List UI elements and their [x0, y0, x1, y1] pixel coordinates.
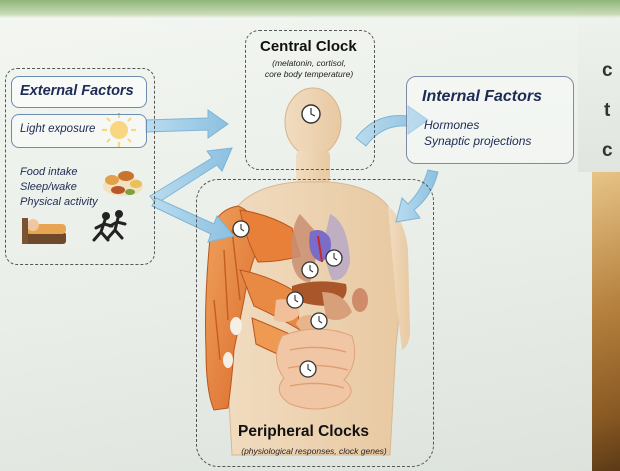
clock-icon	[286, 291, 304, 309]
arrow-light-to-central	[145, 109, 229, 139]
cut-off-text-1: c	[602, 60, 613, 81]
sleep-wake-label: Sleep/wake	[20, 181, 77, 193]
clock-icon	[301, 261, 319, 279]
external-factors-header	[11, 76, 147, 108]
light-exposure-label: Light exposure	[20, 123, 96, 135]
internal-factors-title: Internal Factors	[422, 88, 543, 105]
food-intake-label: Food intake	[20, 166, 78, 178]
clock-icon	[299, 360, 317, 378]
central-clock-box	[245, 30, 375, 170]
arrow-external-to-peripheral	[151, 197, 235, 243]
central-clock-subtitle-line-2: core body temperature)	[264, 69, 354, 79]
slide-edge	[578, 0, 620, 172]
synaptic-projections-label: Synaptic projections	[424, 134, 532, 148]
clock-icon	[301, 104, 321, 124]
light-exposure-box	[11, 114, 147, 148]
hormones-label: Hormones	[424, 118, 480, 132]
peripheral-clocks-subtitle: (physiological responses, clock genes)	[241, 446, 387, 456]
central-clock-subtitle: (melatonin, cortisol, core body temperat…	[248, 58, 370, 80]
internal-factors-box	[406, 76, 574, 164]
slide-top-bar	[0, 0, 620, 18]
clock-icon	[310, 312, 328, 330]
peripheral-clocks-box	[196, 179, 434, 467]
central-clock-title: Central Clock	[260, 38, 357, 55]
cut-off-text-3: c	[602, 140, 613, 161]
external-factors-title: External Factors	[20, 83, 134, 99]
food-icon	[103, 171, 143, 196]
clock-icon	[325, 249, 343, 267]
peripheral-clocks-title: Peripheral Clocks	[238, 423, 369, 440]
sun-icon	[102, 113, 136, 147]
sleeping-person-icon	[22, 218, 66, 244]
arrow-external-to-central	[149, 147, 233, 205]
clock-icon	[232, 220, 250, 238]
edge-photo	[592, 172, 620, 471]
cut-off-text-2: t	[604, 100, 611, 121]
physical-activity-label: Physical activity	[20, 196, 98, 208]
central-clock-subtitle-line-1: (melatonin, cortisol,	[272, 58, 346, 68]
external-factors-box	[5, 68, 155, 265]
running-people-icon	[92, 210, 127, 242]
